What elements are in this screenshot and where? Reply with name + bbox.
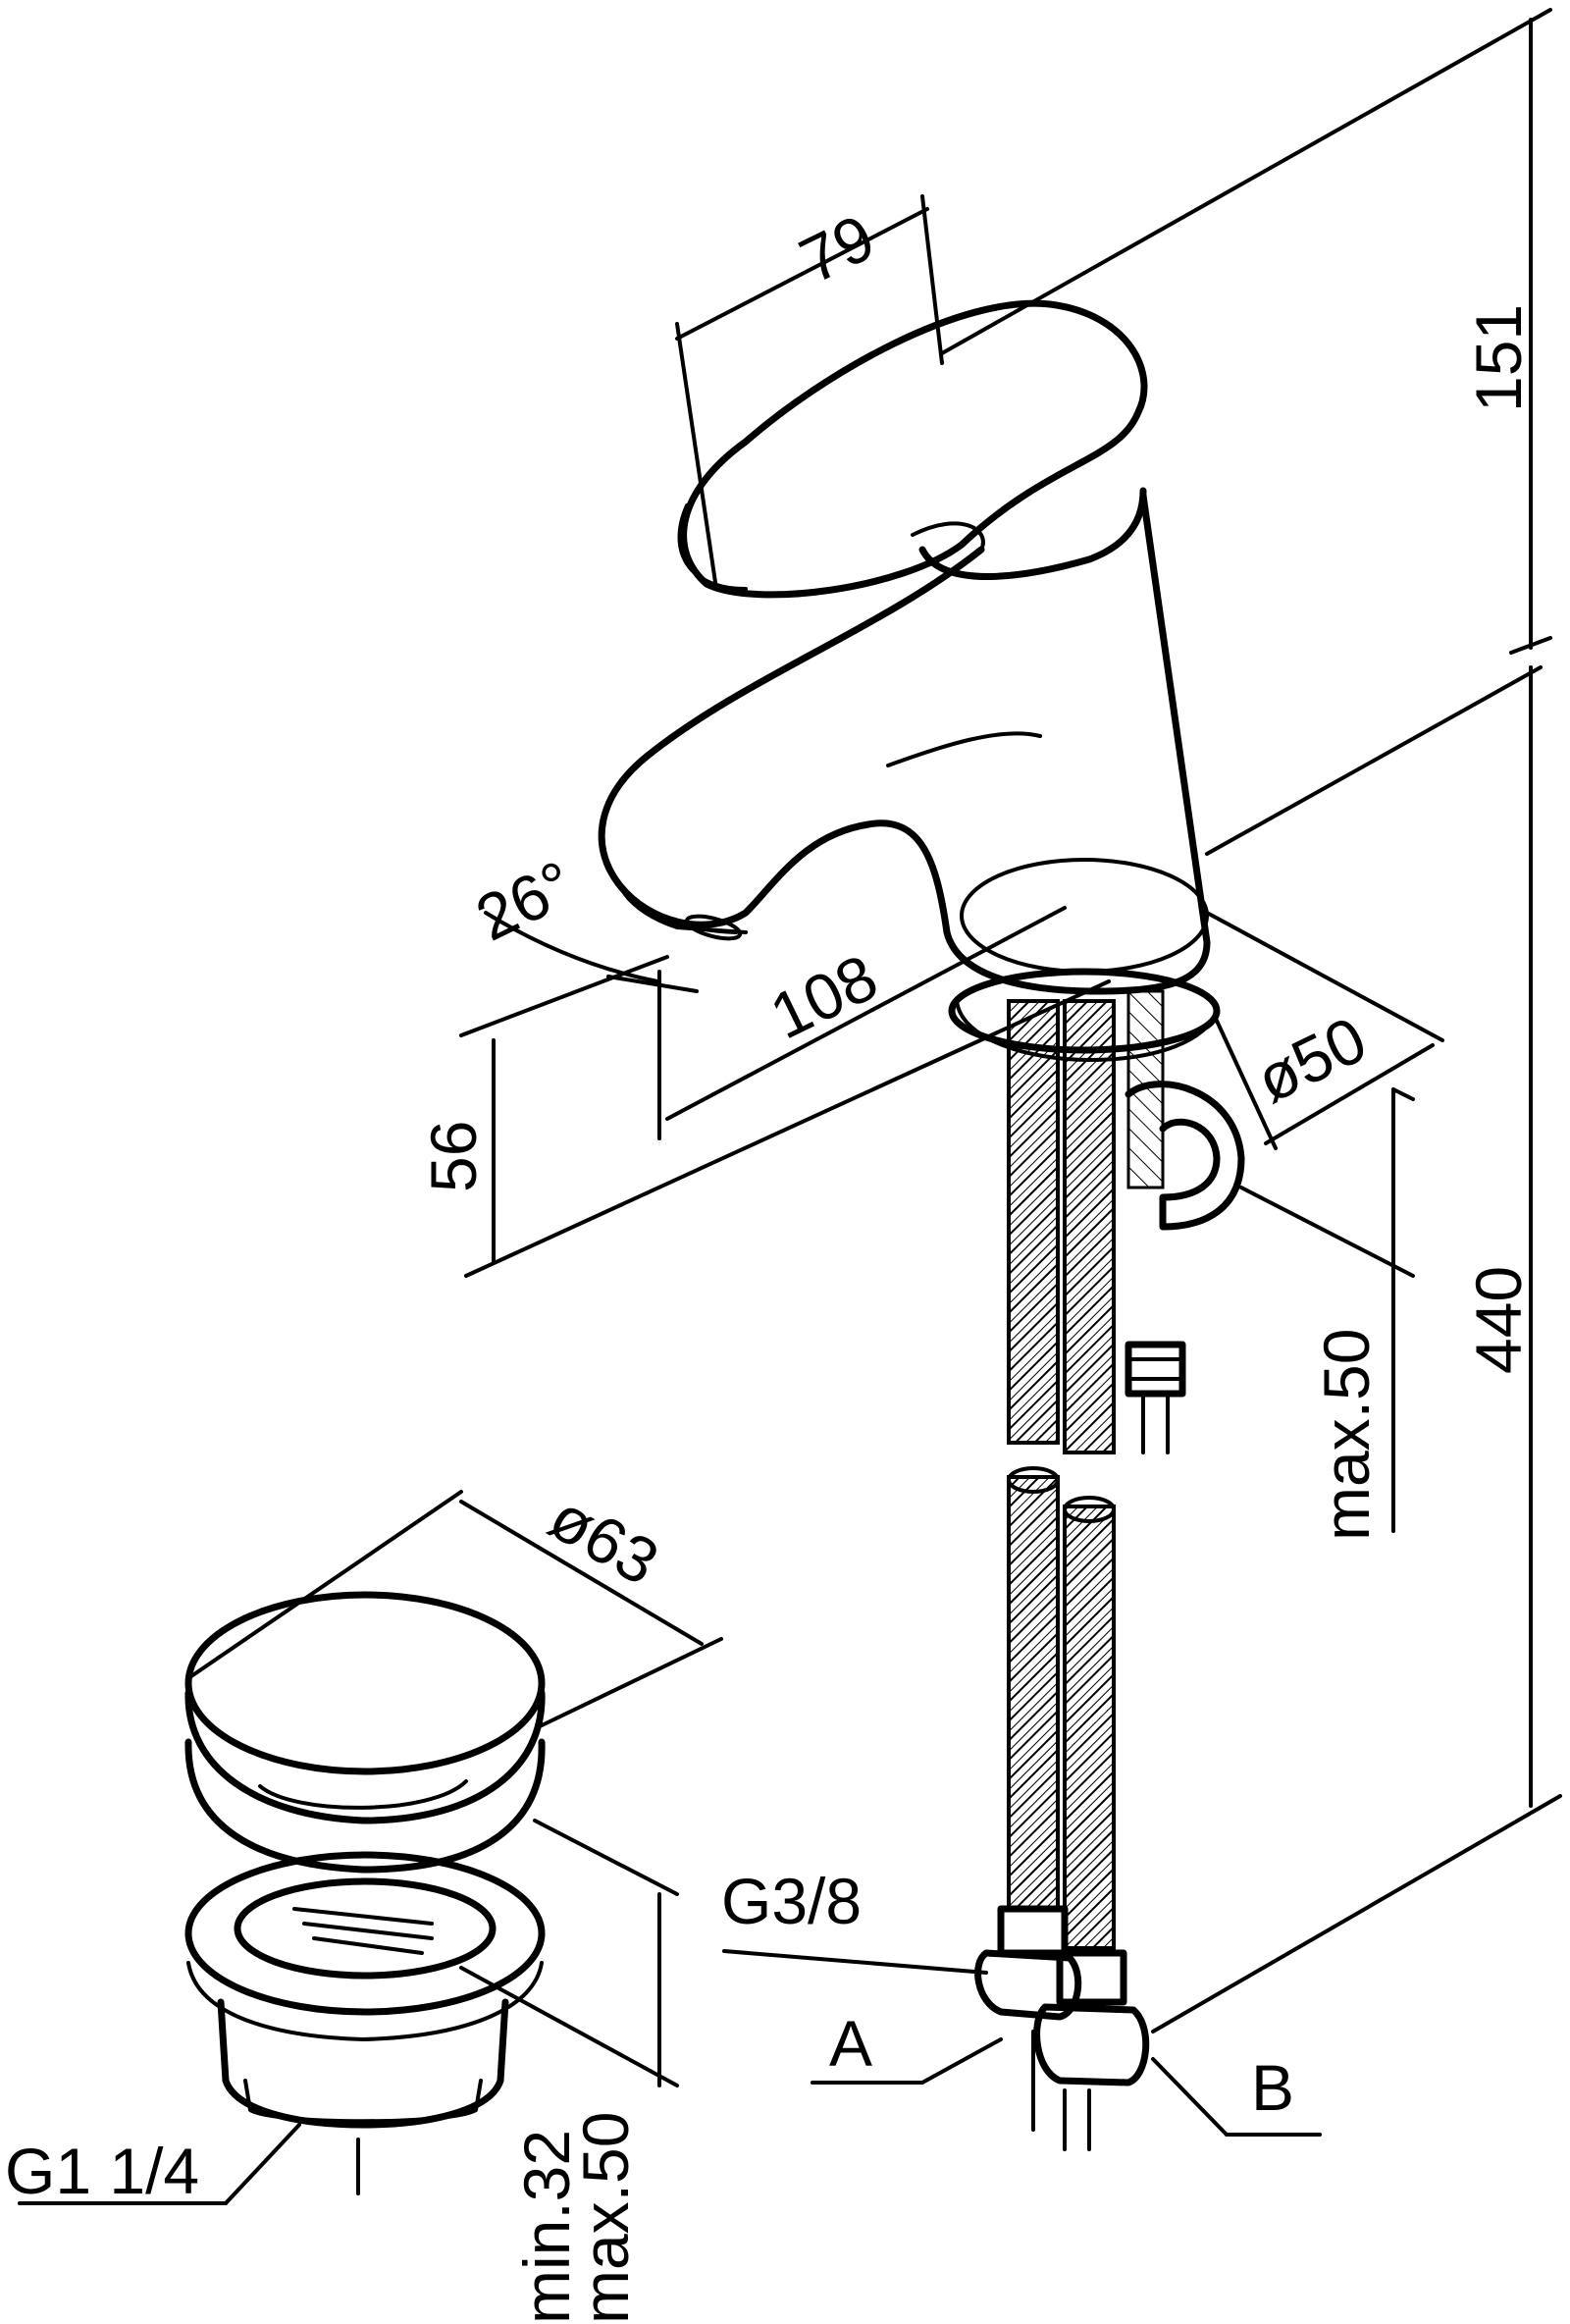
- supply-hoses: [974, 999, 1150, 2151]
- label-b: B: [1251, 2051, 1294, 2124]
- waste-dimension-lines: [186, 1490, 723, 2087]
- spout-body: [598, 492, 1211, 995]
- label-g3-8: G3/8: [721, 1865, 862, 1937]
- label-g1-1-4: G1 1/4: [5, 2135, 199, 2207]
- fitting-b: [1033, 2003, 1150, 2086]
- dim-108: 108: [759, 940, 888, 1053]
- dim-26-deg: 26°: [465, 846, 585, 954]
- dim-diameter-63: ø63: [538, 1480, 670, 1599]
- dim-max-50-deck: max.50: [1310, 1329, 1383, 1541]
- waste-valve: [184, 1591, 546, 2195]
- hose-a-upper: [1007, 999, 1060, 1445]
- dim-min-32: min.32: [510, 2130, 583, 2324]
- waste-cap: [184, 1591, 546, 1775]
- mounting-bracket: [1125, 1081, 1245, 1231]
- dim-79: 79: [789, 200, 885, 297]
- label-a: A: [829, 2007, 872, 2080]
- lever-handle: [680, 299, 1148, 599]
- cartridge-cap: [918, 487, 1147, 580]
- hose-a-lower: [1007, 1475, 1060, 1911]
- dim-56: 56: [417, 1121, 490, 1192]
- dim-diameter-50: ø50: [1245, 1002, 1378, 1116]
- leader-lines: [18, 1949, 1322, 2205]
- dim-max-50-waste: max.50: [569, 2112, 642, 2324]
- faucet-dimension-lines: [459, 8, 1562, 2034]
- hose-b-upper: [1063, 999, 1116, 1454]
- dim-440: 440: [1462, 1266, 1535, 1374]
- dimension-labels: 79 151 26° 108 56 ø50 max.50 440 ø63 min…: [417, 200, 1535, 2324]
- dim-151: 151: [1462, 304, 1535, 412]
- faucet-body: [598, 299, 1245, 1454]
- hose-b-lower: [1063, 1505, 1116, 1950]
- callout-labels: G3/8 A B G1 1/4: [5, 1865, 1294, 2207]
